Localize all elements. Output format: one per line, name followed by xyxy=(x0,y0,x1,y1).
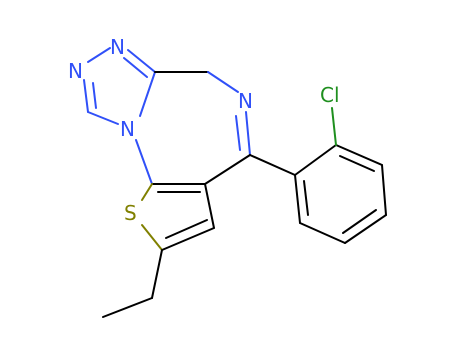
bond-ch-n-fused xyxy=(87,111,119,125)
bond-ethyl-2 xyxy=(102,297,153,318)
bond-c-thiophene xyxy=(204,154,251,185)
bond-ph-4 xyxy=(344,214,387,244)
bond-ph-6 xyxy=(294,174,301,224)
atom-n-imine: N xyxy=(238,89,253,113)
bond-thio-c-s xyxy=(141,224,163,251)
bond-ch2-n-imine xyxy=(207,71,239,93)
bond-n-left-ch xyxy=(83,79,89,113)
bond-n-left-ch-inner xyxy=(92,82,97,109)
bond-n-n xyxy=(87,47,111,63)
bond-ph-2-inner xyxy=(339,155,375,172)
atom-n-left: N xyxy=(68,59,83,83)
bond-n-imine-c xyxy=(245,111,251,156)
bond-ph-5 xyxy=(299,222,346,244)
atom-n-fused: N xyxy=(120,117,135,141)
bond-n-fused-c xyxy=(139,71,156,117)
bond-ph-2 xyxy=(335,144,383,166)
bond-n-top-c-inner xyxy=(123,57,148,78)
atom-n-top: N xyxy=(110,35,125,59)
bond-ethyl-1 xyxy=(151,249,163,299)
bond-n-imine-c-inner xyxy=(235,115,241,151)
bond-n-top-c xyxy=(127,49,156,73)
bond-thio-ch-c xyxy=(161,227,215,251)
atom-cl: Cl xyxy=(320,83,340,107)
bond-n-fused-thiophene xyxy=(135,139,153,185)
atom-s: S xyxy=(124,201,137,225)
bond-ph-4-inner xyxy=(342,209,377,234)
bond-ph-6-inner xyxy=(303,180,309,216)
bond-ph-3 xyxy=(381,164,387,216)
bond-ph-1 xyxy=(294,144,337,176)
bond-thio-s-c xyxy=(141,183,153,201)
bond-thio-ch-c-inner xyxy=(165,219,208,239)
bond-thio-c-ch xyxy=(204,183,215,229)
bond-c-phenyl xyxy=(249,154,296,176)
bond-ph-cl xyxy=(331,107,337,146)
